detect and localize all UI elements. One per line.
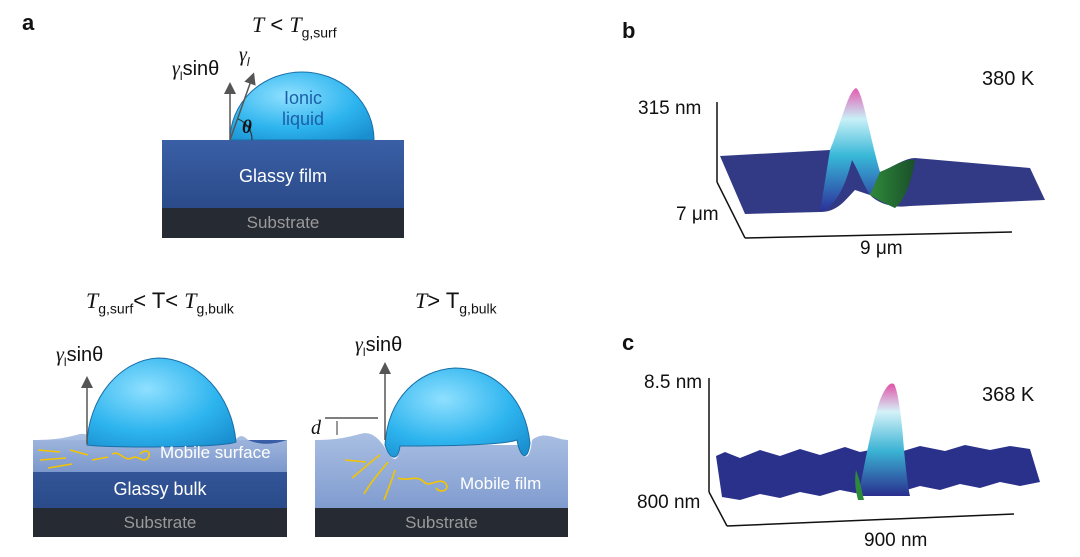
substrate-label-top: Substrate [246,213,320,232]
panel-b-y-axis: 7 μm [676,204,719,225]
bottom-right-condition: T> Tg,bulk [415,288,497,317]
glassy-film-label: Glassy film [238,166,327,186]
bottom-left-condition: Tg,surf< T< Tg,bulk [86,288,234,317]
d-label: d [311,417,321,439]
substrate [162,208,404,238]
panel-b-letter: b [622,18,636,43]
gamma-sin-label-left: γlsinθ [56,344,104,369]
droplet-label: Ionic liquid [281,88,325,129]
ionic-liquid-droplet [229,71,375,141]
mobile-film-label: Mobile film [460,474,542,493]
glassy-bulk-label: Glassy bulk [113,479,207,499]
panel-c-temperature: 368 K [982,384,1035,406]
gamma-label-top: γl [239,44,250,69]
top-condition: T < Tg,surf [252,12,337,41]
panel-c-y-axis: 800 nm [637,492,701,513]
panel-c-x-axis: 900 nm [864,530,928,551]
panel-c-letter: c [622,330,635,355]
panel-a-letter: a [22,10,35,35]
panel-b-x-axis: 9 μm [860,238,903,259]
mobile-surface-label: Mobile surface [160,443,271,462]
panel-b-z-axis: 315 nm [638,98,702,119]
substrate-label-right: Substrate [405,513,478,532]
gamma-sin-label-right: γlsinθ [355,334,403,359]
gamma-sin-label-top: γlsinθ [172,58,220,83]
substrate-label-left: Substrate [123,513,197,532]
theta-label: θ [242,117,252,138]
panel-b-temperature: 380 K [982,68,1035,90]
glassy-film [162,140,404,210]
panel-c-z-axis: 8.5 nm [644,372,703,393]
